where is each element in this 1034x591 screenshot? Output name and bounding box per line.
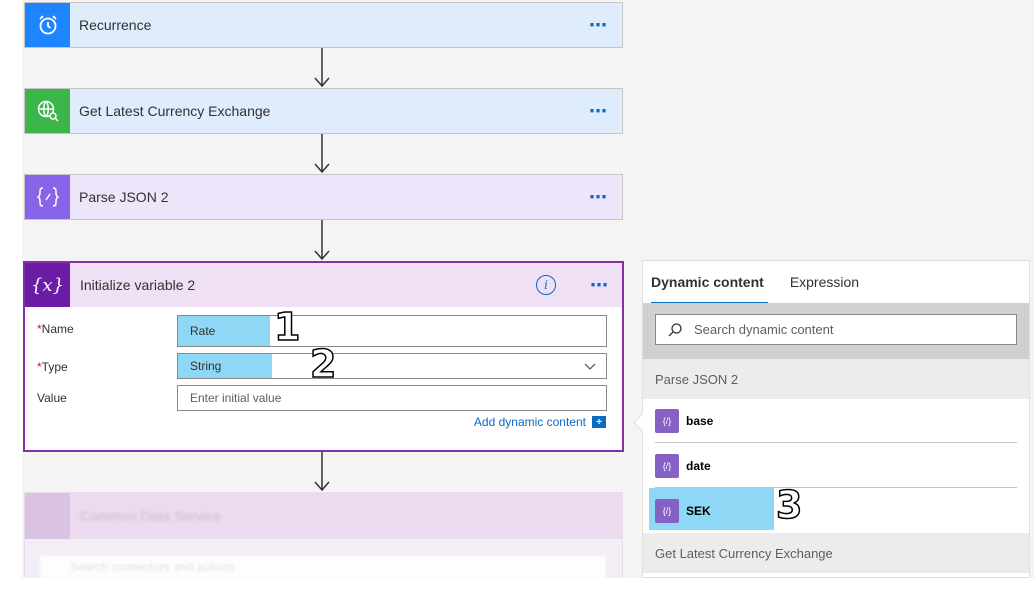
chevron-down-icon[interactable] [584, 360, 596, 372]
database-icon [25, 493, 70, 539]
card-title: Recurrence [79, 17, 152, 33]
highlight [178, 316, 270, 346]
card-title: Get Latest Currency Exchange [79, 103, 271, 119]
section-get-latest-currency-exchange: Get Latest Currency Exchange [643, 533, 1029, 573]
search-icon [668, 322, 682, 336]
faded-search: Search connectors and actions [39, 555, 607, 579]
connector-arrow [314, 48, 330, 88]
card-header[interactable]: {x} Initialize variable 2 i ⋯ [25, 263, 622, 307]
highlight [178, 354, 272, 378]
search-placeholder: Search dynamic content [694, 322, 834, 337]
tab-expression[interactable]: Expression [789, 274, 860, 290]
dynamic-item-label: date [686, 458, 711, 473]
json-token-icon: {/} [655, 453, 679, 478]
add-dynamic-label: Add dynamic content [473, 415, 586, 429]
more-options-icon[interactable]: ⋯ [590, 275, 610, 295]
dynamic-item-sek[interactable]: {/} SEK [649, 488, 1017, 533]
parse-json-2-card[interactable]: Parse JSON 2 ⋯ [24, 174, 623, 220]
dynamic-content-panel: Dynamic content Expression Search dynami… [642, 260, 1030, 578]
dynamic-item-base[interactable]: {/} base [655, 399, 1017, 443]
connector-arrow [314, 220, 330, 261]
panel-tabs: Dynamic content Expression [643, 261, 1029, 304]
name-input[interactable]: Rate [177, 315, 607, 347]
plus-icon: + [592, 416, 606, 428]
get-latest-currency-exchange-card[interactable]: Get Latest Currency Exchange ⋯ [24, 88, 623, 134]
globe-search-icon [25, 89, 70, 133]
type-label: *Type [37, 360, 68, 374]
recurrence-card[interactable]: Recurrence ⋯ [24, 2, 623, 48]
type-select[interactable]: String [177, 353, 607, 379]
variable-icon: {x} [25, 263, 70, 307]
callout-3: 3 [775, 483, 803, 527]
card-title: Parse JSON 2 [79, 189, 169, 205]
more-options-icon[interactable]: ⋯ [589, 187, 609, 207]
tab-dynamic-content[interactable]: Dynamic content [651, 261, 768, 304]
dynamic-item-label: base [686, 413, 714, 428]
search-bar: Search dynamic content [643, 303, 1029, 359]
faded-title: Common Data Service [80, 508, 221, 524]
json-token-icon: {/} [655, 499, 679, 523]
connector-arrow [314, 134, 330, 174]
json-braces-icon [25, 175, 70, 219]
alarm-clock-icon [25, 3, 70, 47]
faded-next-action-card: Common Data Service Search connectors an… [24, 492, 623, 582]
connector-arrow [314, 452, 330, 492]
name-label: *Name [37, 322, 74, 336]
dynamic-item-date[interactable]: {/} date [655, 444, 1017, 488]
value-label: Value [37, 391, 67, 405]
faded-header: Common Data Service [25, 493, 622, 539]
value-input[interactable]: Enter initial value [177, 385, 607, 411]
type-value: String [190, 359, 222, 373]
more-options-icon[interactable]: ⋯ [589, 101, 609, 121]
add-dynamic-content-link[interactable]: Add dynamic content + [474, 415, 606, 429]
more-options-icon[interactable]: ⋯ [589, 15, 609, 35]
bottom-margin [0, 578, 1034, 591]
search-input[interactable]: Search dynamic content [655, 314, 1017, 345]
info-icon[interactable]: i [536, 275, 556, 295]
section-parse-json-2: Parse JSON 2 [643, 359, 1029, 399]
value-placeholder: Enter initial value [190, 391, 282, 405]
initialize-variable-2-card: {x} Initialize variable 2 i ⋯ *Name Rate… [23, 261, 624, 452]
callout-2: 2 [309, 342, 337, 386]
name-value: Rate [190, 324, 216, 338]
dynamic-item-label: SEK [686, 504, 711, 518]
json-token-icon: {/} [655, 408, 679, 433]
callout-1: 1 [273, 305, 301, 349]
left-margin [0, 0, 22, 591]
card-title: Initialize variable 2 [80, 277, 196, 293]
